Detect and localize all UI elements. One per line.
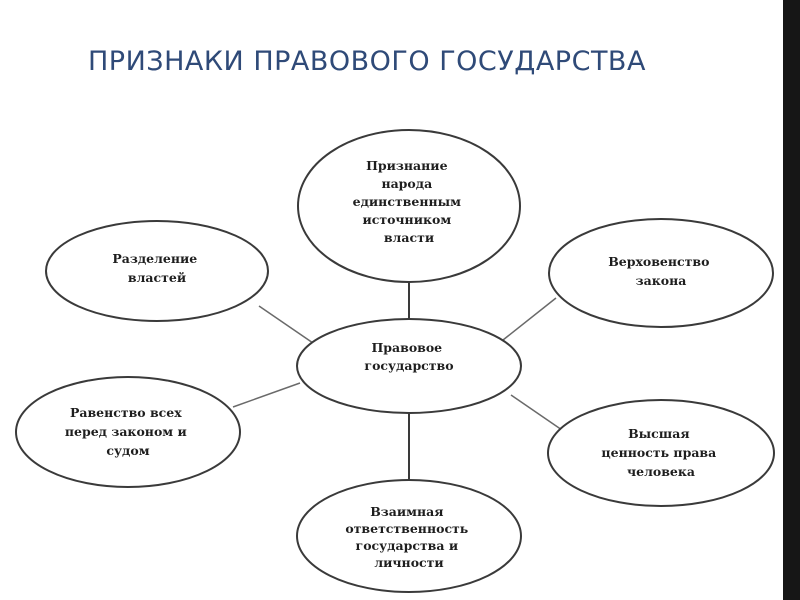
node-top-line-4: источником: [362, 212, 451, 227]
node-bottom-line-4: личности: [374, 555, 443, 570]
slide-title: ПРИЗНАКИ ПРАВОВОГО ГОСУДАРСТВА: [88, 46, 646, 77]
svg-text:Правовое государство: Правовое государство: [364, 340, 453, 373]
node-top-line-2: народа: [381, 176, 432, 191]
node-bottom-line-3: государства и: [356, 538, 459, 553]
slide-side-bar: [783, 0, 800, 600]
node-top-line-5: власти: [384, 230, 434, 245]
connector-left-lower: [232, 382, 301, 408]
node-bottom: Взаимная ответственность государства и л…: [296, 479, 522, 593]
node-top-line-1: Признание: [366, 158, 447, 173]
svg-text:Разделение властей: Разделение властей: [112, 251, 201, 285]
node-right-lower-line-1: Высшая: [628, 426, 689, 441]
node-right-lower-line-3: человека: [627, 464, 695, 479]
svg-text:Взаимная ответственность: Взаимная ответственность государства и л…: [345, 504, 472, 570]
node-right-lower-line-2: ценность права: [601, 445, 716, 460]
svg-text:Равенство всех перед зак: Равенство всех перед законом и судом: [65, 405, 191, 458]
svg-text:Признание народа е: Признание народа единственным источником…: [353, 158, 466, 245]
node-right-upper-line-1: Верховенство: [608, 254, 709, 269]
connector-right-lower: [510, 394, 563, 431]
connector-left-upper: [258, 305, 314, 344]
node-center-line-1: Правовое: [371, 340, 442, 355]
node-left-lower-line-3: судом: [106, 443, 149, 458]
node-left-upper-line-2: властей: [128, 270, 186, 285]
node-left-lower: Равенство всех перед законом и судом: [15, 376, 241, 488]
connector-right-upper: [502, 297, 557, 341]
svg-text:Высшая ценность права: Высшая ценность права человека: [601, 426, 720, 479]
svg-text:Верховенство закона: Верховенство закона: [608, 254, 714, 288]
node-right-upper: Верховенство закона: [548, 218, 774, 328]
node-center-line-2: государство: [364, 358, 453, 373]
node-bottom-line-1: Взаимная: [370, 504, 443, 519]
node-right-lower: Высшая ценность права человека: [547, 399, 775, 507]
node-right-upper-line-2: закона: [636, 273, 687, 288]
node-top-line-3: единственным: [353, 194, 462, 209]
node-left-lower-line-1: Равенство всех: [70, 405, 182, 420]
node-bottom-line-2: ответственность: [345, 521, 468, 536]
node-top: Признание народа единственным источником…: [297, 129, 521, 283]
node-left-upper: Разделение властей: [45, 220, 269, 322]
node-left-lower-line-2: перед законом и: [65, 424, 187, 439]
node-center: Правовое государство: [296, 318, 522, 414]
node-left-upper-line-1: Разделение: [112, 251, 197, 266]
